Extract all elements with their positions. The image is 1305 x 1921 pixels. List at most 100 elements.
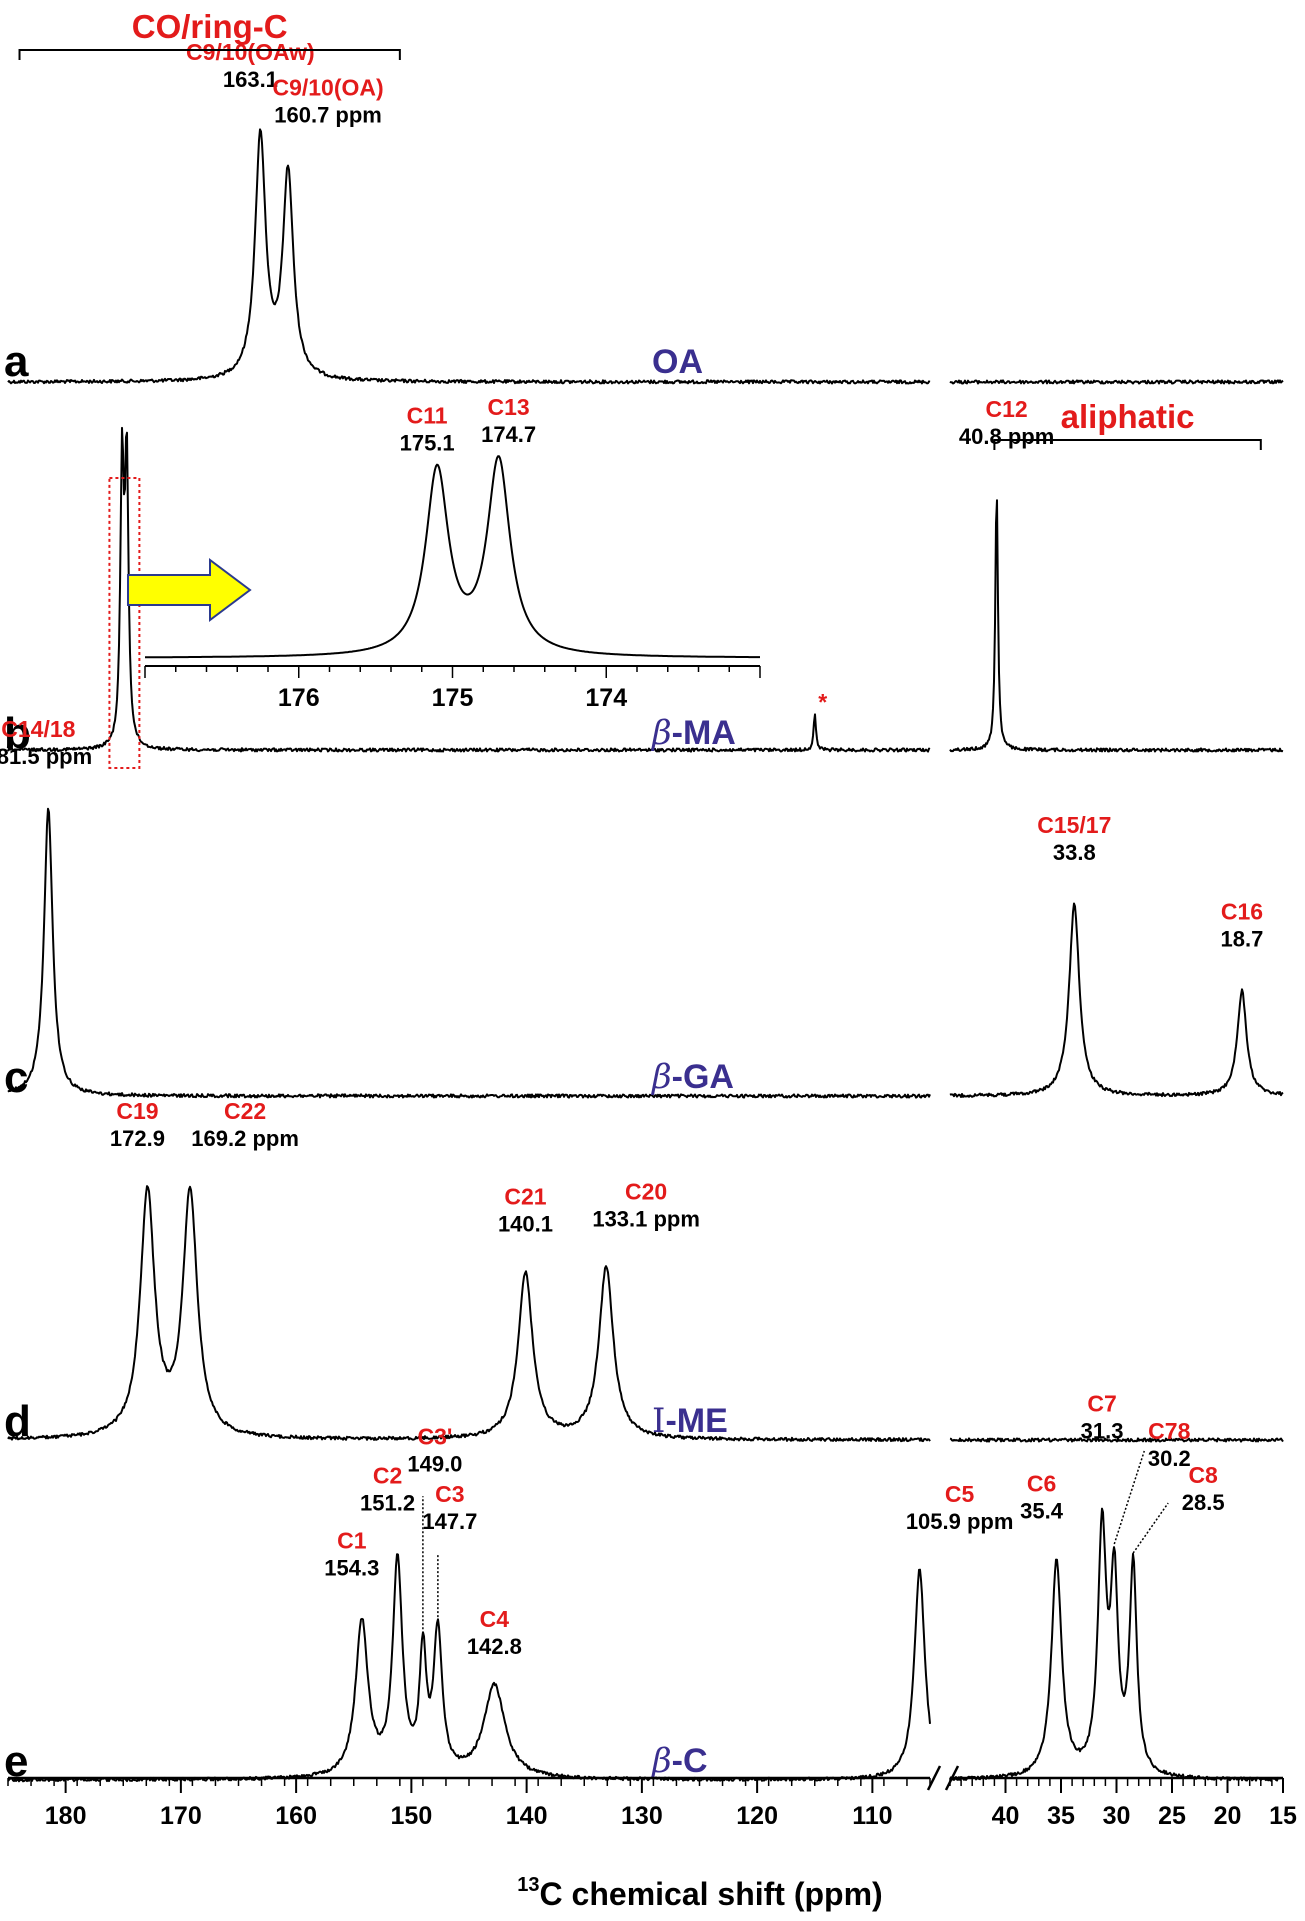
peak-name: C8 — [1188, 1462, 1218, 1488]
region-bracket-2: aliphatic — [993, 398, 1262, 450]
compound-name-d: -ME — [665, 1402, 727, 1440]
zoom-region-box — [108, 477, 141, 769]
panel-letter-a: a — [4, 337, 29, 386]
peak-name: C22 — [224, 1098, 266, 1124]
region-bracket-line — [18, 49, 401, 60]
peak-value: 133.1 ppm — [592, 1206, 700, 1231]
peak-name: C3' — [417, 1423, 452, 1449]
peak-leader-line — [1113, 1450, 1145, 1545]
peak-value: 181.5 ppm — [0, 744, 92, 769]
compound-label-b: β-MA — [650, 713, 736, 753]
inset-tick-label: 175 — [432, 684, 474, 712]
spectrum-e-segment-1 — [7, 1553, 931, 1783]
peak-label-e-5: 142.8C4 — [467, 1606, 522, 1659]
peak-value: 105.9 ppm — [906, 1509, 1014, 1534]
compound-prefix-c: β — [650, 1057, 672, 1097]
peak-value: 163.1 — [223, 67, 278, 92]
peak-value: 142.8 — [467, 1634, 522, 1659]
compound-name-e: -C — [672, 1742, 708, 1780]
panel-a: a OA — [4, 128, 1284, 386]
spectrum-d-segment-1 — [7, 1185, 931, 1443]
zoom-arrow — [127, 558, 252, 622]
spectrum-e-segment-2 — [949, 1507, 1284, 1782]
compound-label-a: OA — [652, 343, 703, 381]
inset-peak-value: 174.7 — [481, 422, 536, 447]
compound-label-c: β-GA — [650, 1057, 734, 1097]
peak-name: C15/17 — [1037, 812, 1111, 838]
x-axis-title-superscript: 13 — [517, 1874, 539, 1896]
x-axis-tick-label: 30 — [1103, 1802, 1131, 1830]
inset-tick-label: 174 — [585, 684, 627, 712]
peak-name: C2 — [373, 1463, 402, 1489]
peak-value: 169.2 ppm — [191, 1126, 299, 1151]
compound-prefix-d: I — [652, 1401, 665, 1441]
compound-label-e: β-C — [650, 1741, 708, 1781]
peak-leader-line — [1132, 1502, 1169, 1554]
peak-value: 40.8 ppm — [959, 424, 1054, 449]
peak-label-e-4: 147.7C3 — [422, 1481, 477, 1534]
x-axis-tick-label: 25 — [1158, 1802, 1186, 1830]
peak-name: C5 — [945, 1481, 975, 1507]
peak-name: C14/18 — [1, 716, 75, 742]
peak-value: 35.4 — [1020, 1498, 1064, 1523]
spectrum-b-segment-2 — [949, 499, 1284, 753]
inset-peak-name: C13 — [488, 394, 530, 420]
peak-name: C3 — [435, 1481, 464, 1507]
peak-name: C12 — [986, 396, 1028, 422]
peak-value: 149.0 — [407, 1451, 462, 1476]
peak-label-a-1: 163.1C9/10(OAw) — [186, 39, 315, 92]
region-label: aliphatic — [1061, 398, 1195, 435]
peak-value: 30.2 — [1148, 1446, 1191, 1471]
panel-letter-c: c — [4, 1053, 28, 1102]
peak-name: C20 — [625, 1178, 667, 1204]
spectrum-a-segment-1 — [7, 128, 931, 385]
compound-name-b: -MA — [672, 714, 736, 752]
peak-name: C9/10(OAw) — [186, 39, 315, 65]
axis-break-mark-1 — [926, 1765, 942, 1791]
peak-value: 33.8 — [1053, 840, 1096, 865]
spectrum-d-segment-2 — [949, 1437, 1284, 1443]
peak-label-e-2: 151.2C2 — [360, 1463, 415, 1516]
peak-value: 160.7 ppm — [274, 103, 382, 128]
spectrum-c-segment-2 — [949, 902, 1284, 1098]
spectrum-b-segment-1 — [7, 426, 931, 753]
compound-prefix-b: β — [650, 713, 672, 753]
x-axis-tick-label: 20 — [1214, 1802, 1242, 1830]
panel-b: b β-MA — [4, 426, 1284, 758]
peak-value: 154.3 — [324, 1556, 379, 1581]
peak-label-e-3: 149.0C3' — [407, 1423, 462, 1476]
x-axis-tick-label: 40 — [992, 1802, 1020, 1830]
peak-name: C9/10(OA) — [272, 75, 383, 101]
compound-label-d: I-ME — [652, 1401, 728, 1441]
peak-name: C7 — [1087, 1390, 1116, 1416]
x-axis-tick-label: 160 — [275, 1802, 317, 1830]
spectrum-c-segment-1 — [7, 807, 931, 1099]
peak-name: C1 — [337, 1528, 367, 1554]
x-axis-tick-label: 35 — [1047, 1802, 1075, 1830]
spinning-sideband-marker: * — [818, 689, 827, 715]
x-axis-tick-label: 110 — [852, 1802, 892, 1830]
region-bracket-line — [993, 439, 1262, 450]
panel-letter-b: b — [4, 709, 31, 758]
peak-name: C78 — [1148, 1418, 1190, 1444]
x-axis-tick-label: 120 — [736, 1802, 778, 1830]
spectrum-a-segment-2 — [949, 379, 1284, 385]
peak-label-e-10: 28.5C8 — [1182, 1462, 1225, 1515]
peak-label-b-3: * — [818, 689, 827, 715]
x-axis-title: 13C chemical shift (ppm) — [517, 1874, 882, 1912]
